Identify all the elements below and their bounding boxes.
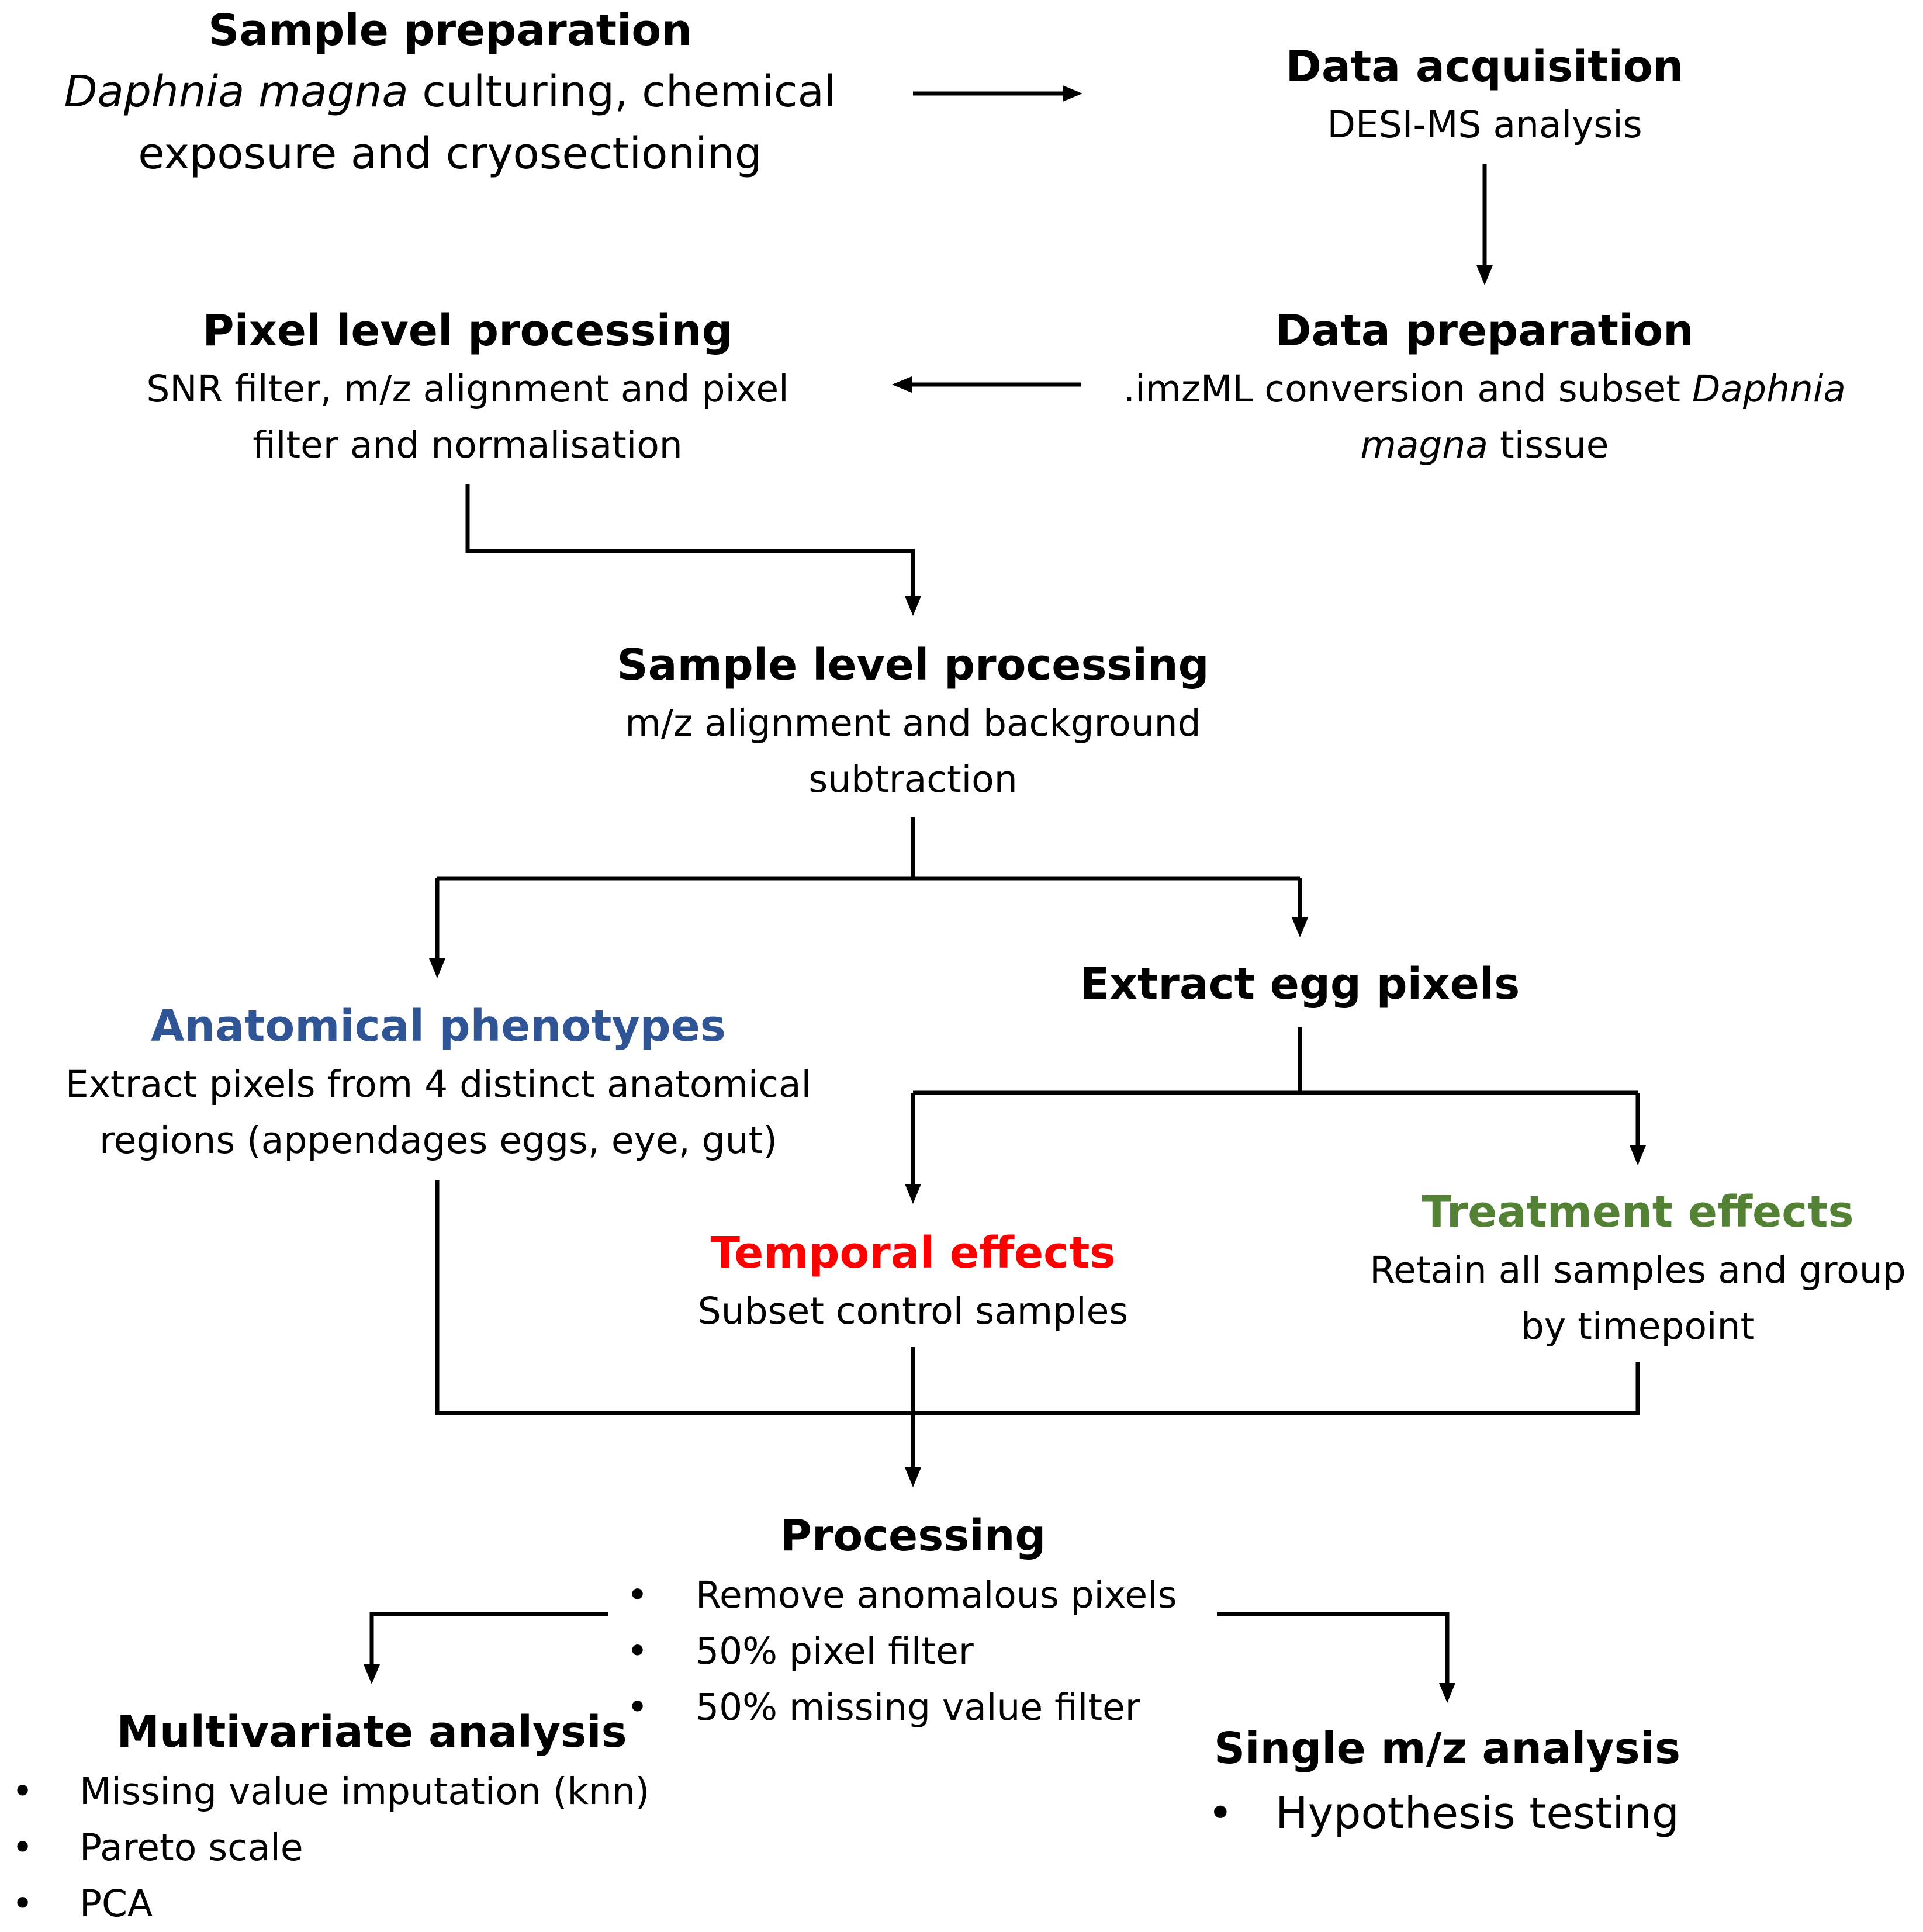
anatomical-phenotypes-desc-line1: Extract pixels from 4 distinct anatomica… — [65, 1063, 812, 1106]
pixel-level-processing-desc-line2: filter and normalisation — [253, 424, 683, 466]
data-preparation-desc-italic1: Daphnia — [1692, 368, 1846, 410]
processing-bullet-text: 50% pixel filter — [696, 1630, 974, 1673]
node-data-acquisition: Data acquisition DESI-MS analysis — [1192, 36, 1777, 153]
bullet-dot-icon: • — [12, 1770, 34, 1813]
single-mz-analysis-bullets: • Hypothesis testing — [1208, 1782, 1792, 1843]
node-treatment-effects: Treatment effects Retain all samples and… — [1340, 1182, 1923, 1355]
sample-preparation-desc-line2: exposure and cryosectioning — [138, 129, 762, 179]
sample-level-processing-desc-line1: m/z alignment and background — [625, 702, 1201, 745]
treatment-effects-desc-line2: by timepoint — [1520, 1305, 1755, 1348]
node-extract-egg-pixels: Extract egg pixels — [1008, 954, 1592, 1015]
arrow-processing-to-multivariate — [364, 1612, 608, 1684]
data-acquisition-title: Data acquisition — [1285, 41, 1684, 92]
data-preparation-desc-italic2: magna — [1360, 424, 1488, 466]
sample-preparation-desc: Daphnia magna culturing, chemical exposur… — [23, 61, 877, 185]
anatomical-phenotypes-title: Anatomical phenotypes — [151, 1001, 726, 1051]
node-sample-preparation: Sample preparation Daphnia magna culturi… — [23, 0, 877, 185]
data-preparation-title: Data preparation — [1275, 306, 1694, 356]
processing-bullets: • Remove anomalous pixels • 50% pixel fi… — [627, 1567, 1223, 1736]
multivariate-bullet-text: Pareto scale — [79, 1826, 303, 1869]
data-preparation-desc: .imzML conversion and subset Daphnia magn… — [1099, 361, 1870, 473]
bullet-dot-icon: • — [627, 1574, 649, 1616]
single-mz-bullet-text: Hypothesis testing — [1275, 1788, 1679, 1838]
sample-preparation-desc-italic: Daphnia magna — [64, 67, 409, 117]
treatment-effects-desc: Retain all samples and group by timepoint — [1340, 1242, 1923, 1355]
data-acquisition-desc: DESI-MS analysis — [1327, 103, 1642, 146]
bullet-dot-icon: • — [1208, 1788, 1233, 1838]
arrow-egg-pixels-split — [905, 1027, 1646, 1204]
data-preparation-desc-line1: .imzML conversion and subset — [1123, 368, 1692, 410]
multivariate-bullet-item: • PCA — [12, 1876, 713, 1932]
processing-bullet-text: 50% missing value filter — [696, 1686, 1140, 1729]
pixel-level-processing-title: Pixel level processing — [202, 306, 733, 356]
multivariate-bullet-text: PCA — [79, 1882, 153, 1925]
multivariate-bullet-text: Missing value imputation (knn) — [79, 1770, 650, 1813]
node-processing: Processing — [738, 1505, 1088, 1566]
pixel-level-processing-desc-line1: SNR filter, m/z alignment and pixel — [146, 368, 789, 410]
node-sample-level-processing: Sample level processing m/z alignment an… — [562, 635, 1264, 808]
arrow-merge-to-processing — [435, 1180, 1640, 1487]
sample-level-processing-desc: m/z alignment and background subtraction — [562, 695, 1264, 808]
multivariate-analysis-title: Multivariate analysis — [116, 1707, 627, 1757]
data-preparation-desc-rest: tissue — [1488, 424, 1609, 466]
node-single-mz-analysis: Single m/z analysis — [1155, 1718, 1739, 1779]
sample-level-processing-desc-line2: subtraction — [808, 758, 1018, 801]
anatomical-phenotypes-desc: Extract pixels from 4 distinct anatomica… — [23, 1057, 853, 1169]
arrow-data-prep-to-pixel-level — [892, 376, 1081, 393]
treatment-effects-desc-line1: Retain all samples and group — [1369, 1249, 1906, 1292]
multivariate-analysis-bullets: • Missing value imputation (knn) • Paret… — [12, 1764, 713, 1932]
multivariate-bullet-item: • Pareto scale — [12, 1820, 713, 1876]
arrow-data-acq-to-data-prep — [1476, 164, 1493, 285]
node-anatomical-phenotypes: Anatomical phenotypes Extract pixels fro… — [23, 996, 853, 1169]
treatment-effects-title: Treatment effects — [1422, 1187, 1854, 1237]
sample-preparation-title: Sample preparation — [208, 5, 692, 56]
processing-bullet-item: • 50% pixel filter — [627, 1623, 1223, 1680]
multivariate-bullet-item: • Missing value imputation (knn) — [12, 1764, 713, 1820]
bullet-dot-icon: • — [12, 1826, 34, 1869]
anatomical-phenotypes-desc-line2: regions (appendages eggs, eye, gut) — [99, 1119, 777, 1162]
arrow-sample-level-split — [429, 817, 1308, 978]
bullet-dot-icon: • — [627, 1630, 649, 1673]
sample-level-processing-title: Sample level processing — [617, 640, 1209, 690]
bullet-dot-icon: • — [12, 1882, 34, 1925]
pixel-level-processing-desc: SNR filter, m/z alignment and pixel filte… — [94, 361, 842, 473]
processing-bullet-item: • Remove anomalous pixels — [627, 1567, 1223, 1623]
extract-egg-pixels-title: Extract egg pixels — [1080, 959, 1520, 1009]
single-mz-bullet-item: • Hypothesis testing — [1208, 1782, 1792, 1843]
arrow-pixel-level-to-sample-level — [465, 484, 921, 616]
temporal-effects-desc: Subset control samples — [697, 1290, 1129, 1332]
processing-bullet-text: Remove anomalous pixels — [696, 1574, 1177, 1616]
bullet-dot-icon: • — [627, 1686, 649, 1729]
node-data-preparation: Data preparation .imzML conversion and s… — [1099, 300, 1870, 473]
processing-bullet-item: • 50% missing value filter — [627, 1680, 1223, 1736]
temporal-effects-title: Temporal effects — [710, 1228, 1116, 1278]
node-temporal-effects: Temporal effects Subset control samples — [650, 1223, 1176, 1339]
sample-preparation-desc-rest: culturing, chemical — [408, 67, 836, 117]
arrow-sample-prep-to-data-acq — [913, 85, 1082, 102]
node-pixel-level-processing: Pixel level processing SNR filter, m/z a… — [94, 300, 842, 473]
arrow-processing-to-single-mz — [1217, 1612, 1455, 1703]
processing-title: Processing — [780, 1511, 1046, 1561]
node-multivariate-analysis: Multivariate analysis — [79, 1702, 664, 1763]
single-mz-analysis-title: Single m/z analysis — [1213, 1723, 1681, 1774]
